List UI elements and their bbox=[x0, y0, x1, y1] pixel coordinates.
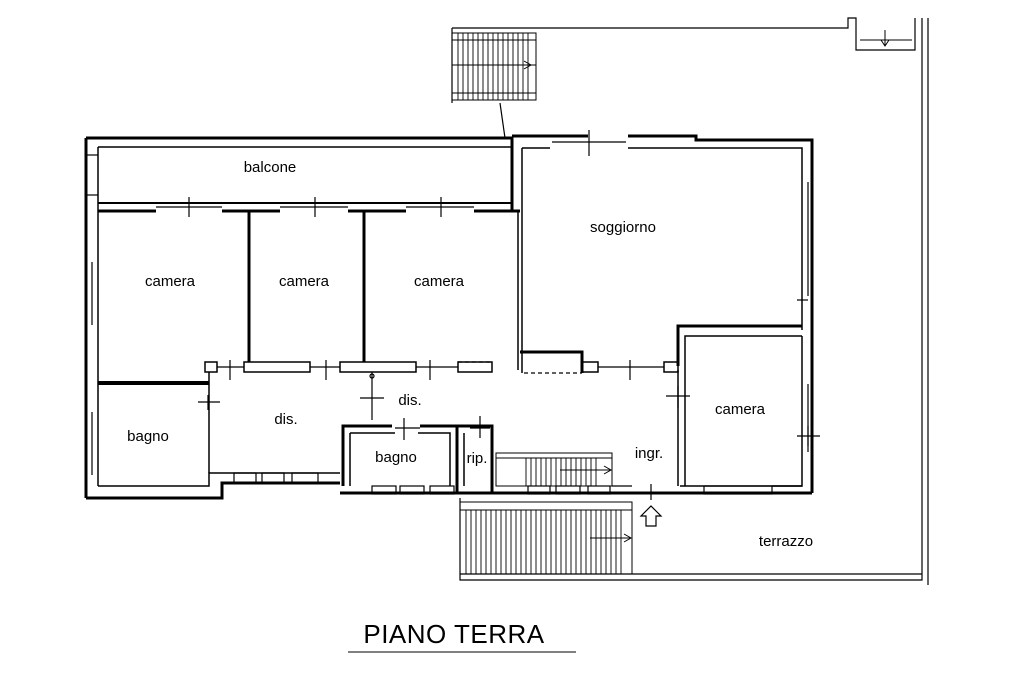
window-marks bbox=[86, 130, 820, 446]
label-rip: rip. bbox=[467, 450, 488, 467]
label-dis-1: dis. bbox=[274, 411, 297, 428]
south-windows bbox=[233, 472, 773, 495]
upper-staircase bbox=[451, 32, 537, 101]
plan-title: PIANO TERRA bbox=[363, 619, 544, 649]
label-bagno-2: bagno bbox=[375, 449, 417, 466]
interior-staircase bbox=[495, 452, 613, 487]
label-balcone: balcone bbox=[244, 159, 297, 176]
terrace-outline bbox=[451, 17, 929, 585]
entrance-staircase bbox=[459, 501, 633, 575]
label-bagno-1: bagno bbox=[127, 428, 169, 445]
label-camera-4: camera bbox=[715, 401, 766, 418]
top-right-arrow bbox=[860, 30, 912, 47]
entrance-arrow-icon bbox=[639, 484, 663, 527]
label-terrazzo: terrazzo bbox=[759, 533, 813, 550]
label-soggiorno: soggiorno bbox=[590, 219, 656, 236]
building-walls bbox=[84, 134, 814, 500]
label-camera-1: camera bbox=[145, 273, 196, 290]
label-camera-3: camera bbox=[414, 273, 465, 290]
room-labels: balcone camera camera camera soggiorno c… bbox=[127, 159, 813, 550]
label-dis-2: dis. bbox=[398, 392, 421, 409]
label-ingr: ingr. bbox=[635, 445, 663, 462]
label-camera-2: camera bbox=[279, 273, 330, 290]
